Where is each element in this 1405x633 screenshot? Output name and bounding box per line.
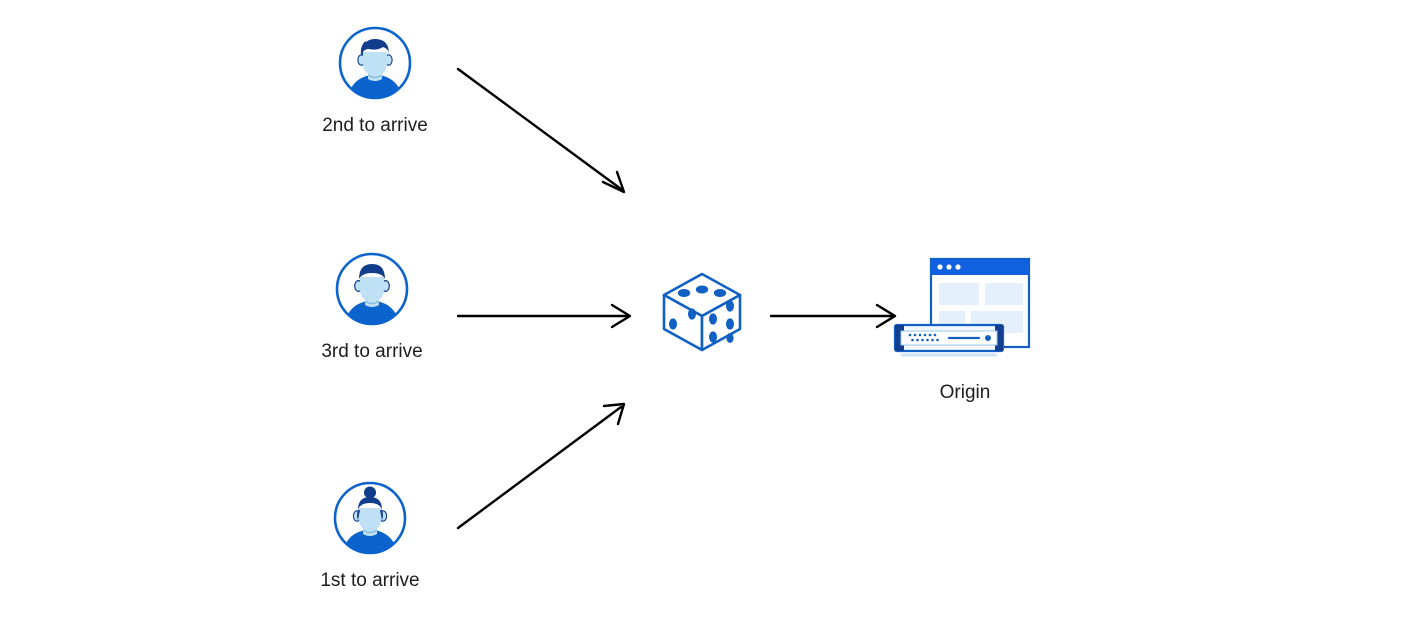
dice-left-pips	[669, 308, 696, 330]
arrow-third-to-dice	[456, 303, 632, 329]
window-dots	[937, 264, 961, 270]
random-selector-node[interactable]	[656, 266, 746, 363]
user-avatar-icon	[335, 252, 409, 326]
arrow-first-to-dice	[456, 402, 626, 530]
origin-server-icon	[893, 257, 1031, 357]
client-node-first[interactable]: 1st to arrive	[300, 480, 440, 592]
client-node-second[interactable]: 2nd to arrive	[305, 25, 445, 137]
dice-icon	[662, 272, 742, 352]
user-avatar-icon	[338, 26, 412, 100]
dice-top-pips	[677, 285, 727, 297]
origin-label: Origin	[939, 382, 991, 403]
user-avatar-icon	[333, 481, 407, 555]
client-node-third[interactable]: 3rd to arrive	[302, 251, 442, 363]
arrow-dice-to-origin	[769, 303, 897, 329]
dice-right-pips	[709, 300, 734, 343]
client-label-first: 1st to arrive	[320, 570, 420, 591]
origin-node[interactable]: Origin	[885, 255, 1045, 404]
server-vents	[908, 333, 939, 342]
arrow-second-to-dice	[456, 67, 626, 194]
client-label-second: 2nd to arrive	[322, 115, 428, 136]
server-device	[893, 323, 1005, 357]
client-label-third: 3rd to arrive	[321, 341, 423, 362]
